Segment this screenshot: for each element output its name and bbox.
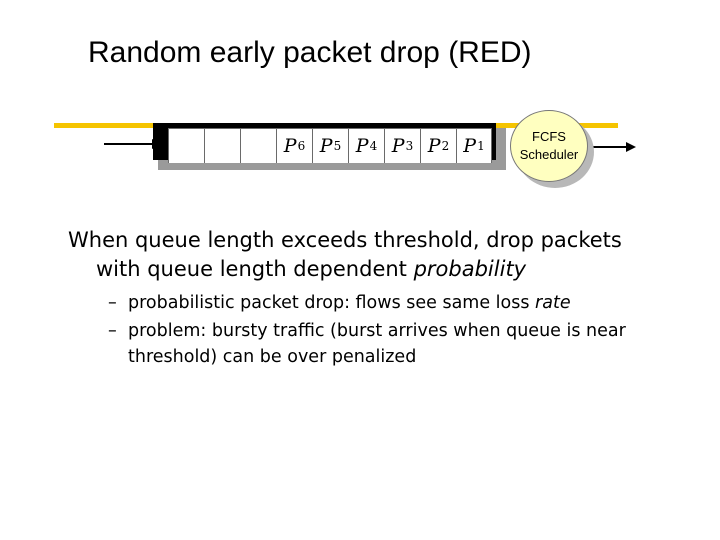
packet-label: P (427, 135, 441, 157)
outgoing-arrow-line (588, 146, 628, 148)
sub-bullet: –problem: bursty traffic (burst arrives … (108, 318, 668, 370)
packet-index: 6 (297, 139, 306, 153)
main-bullet: When queue length exceeds threshold, dro… (68, 226, 688, 284)
packet-label: P (391, 135, 405, 157)
scheduler-label-line2: Scheduler (519, 147, 579, 162)
slide-title: Random early packet drop (RED) (88, 36, 532, 69)
main-bullet-line2: with queue length dependent probability (68, 255, 688, 284)
bullet-dash: – (108, 321, 117, 341)
packet-index: 1 (477, 139, 485, 153)
main-bullet-emphasis: probability (413, 257, 527, 281)
sub-bullet-text: probabilistic packet drop: flows see sam… (128, 293, 536, 313)
packet-index: 3 (405, 139, 414, 153)
empty-slot (240, 128, 276, 163)
main-bullet-line2-text: with queue length dependent (96, 257, 414, 281)
scheduler-label-line1: FCFS (532, 129, 566, 144)
outgoing-arrow-head (626, 142, 636, 152)
packet-label: P (283, 135, 297, 157)
bullet-dash: – (108, 293, 117, 313)
sub-bullet-text: problem: bursty traffic (burst arrives w… (128, 321, 626, 367)
packet-index: 4 (369, 139, 378, 153)
incoming-arrow-line (104, 143, 154, 145)
packet-index: 2 (441, 139, 450, 153)
empty-slot (168, 128, 204, 163)
sub-bullet: –probabilistic packet drop: flows see sa… (108, 290, 668, 316)
sub-bullet-emphasis: rate (535, 293, 571, 313)
packet-index: 5 (333, 139, 342, 153)
packet-label: P (463, 135, 477, 157)
packet-label: P (355, 135, 369, 157)
main-bullet-line1: When queue length exceeds threshold, dro… (68, 228, 622, 252)
packet-label: P (319, 135, 333, 157)
empty-slot (204, 128, 240, 163)
sub-bullet-list: –probabilistic packet drop: flows see sa… (108, 290, 668, 372)
fcfs-scheduler: FCFS Scheduler (510, 110, 588, 182)
